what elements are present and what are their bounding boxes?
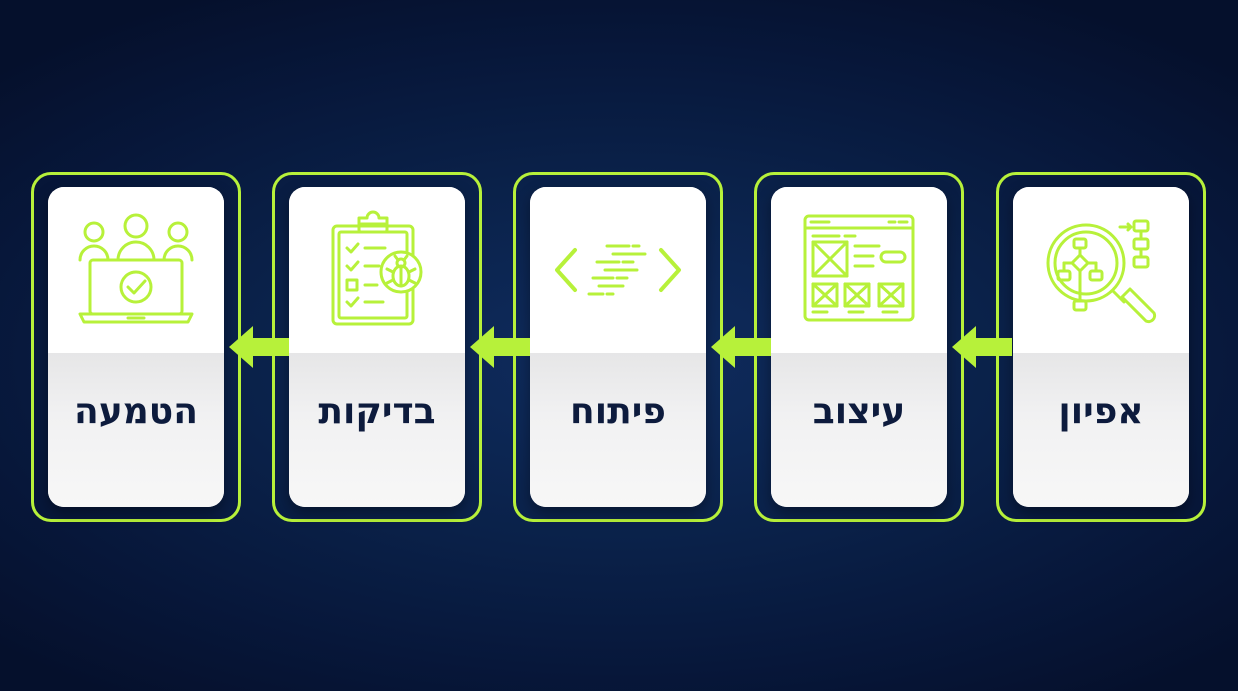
step-card-2: עיצוב xyxy=(771,187,947,507)
step-label-5: הטמעה xyxy=(74,391,198,432)
arrow-left-icon xyxy=(952,326,1012,368)
step-label-2: עיצוב xyxy=(812,391,906,432)
step-card-1: אפיון xyxy=(1013,187,1189,507)
code-brackets-icon xyxy=(530,187,706,353)
step-label-1: אפיון xyxy=(1058,391,1144,432)
step-card-1-label-area xyxy=(1013,353,1189,507)
step-card-4-label-area xyxy=(289,353,465,507)
team-laptop-check-icon xyxy=(48,187,224,353)
arrow-left-icon xyxy=(711,326,771,368)
arrow-left-icon xyxy=(229,326,289,368)
step-card-5: הטמעה xyxy=(48,187,224,507)
wireframe-layout-icon xyxy=(771,187,947,353)
clipboard-bug-icon xyxy=(289,187,465,353)
step-card-4: בדיקות xyxy=(289,187,465,507)
step-card-3-label-area xyxy=(530,353,706,507)
arrow-left-icon xyxy=(470,326,530,368)
step-card-5-label-area xyxy=(48,353,224,507)
step-label-3: פיתוח xyxy=(570,391,666,432)
step-card-3: פיתוח xyxy=(530,187,706,507)
magnifier-flowchart-icon xyxy=(1013,187,1189,353)
step-card-2-label-area xyxy=(771,353,947,507)
step-label-4: בדיקות xyxy=(318,391,436,432)
